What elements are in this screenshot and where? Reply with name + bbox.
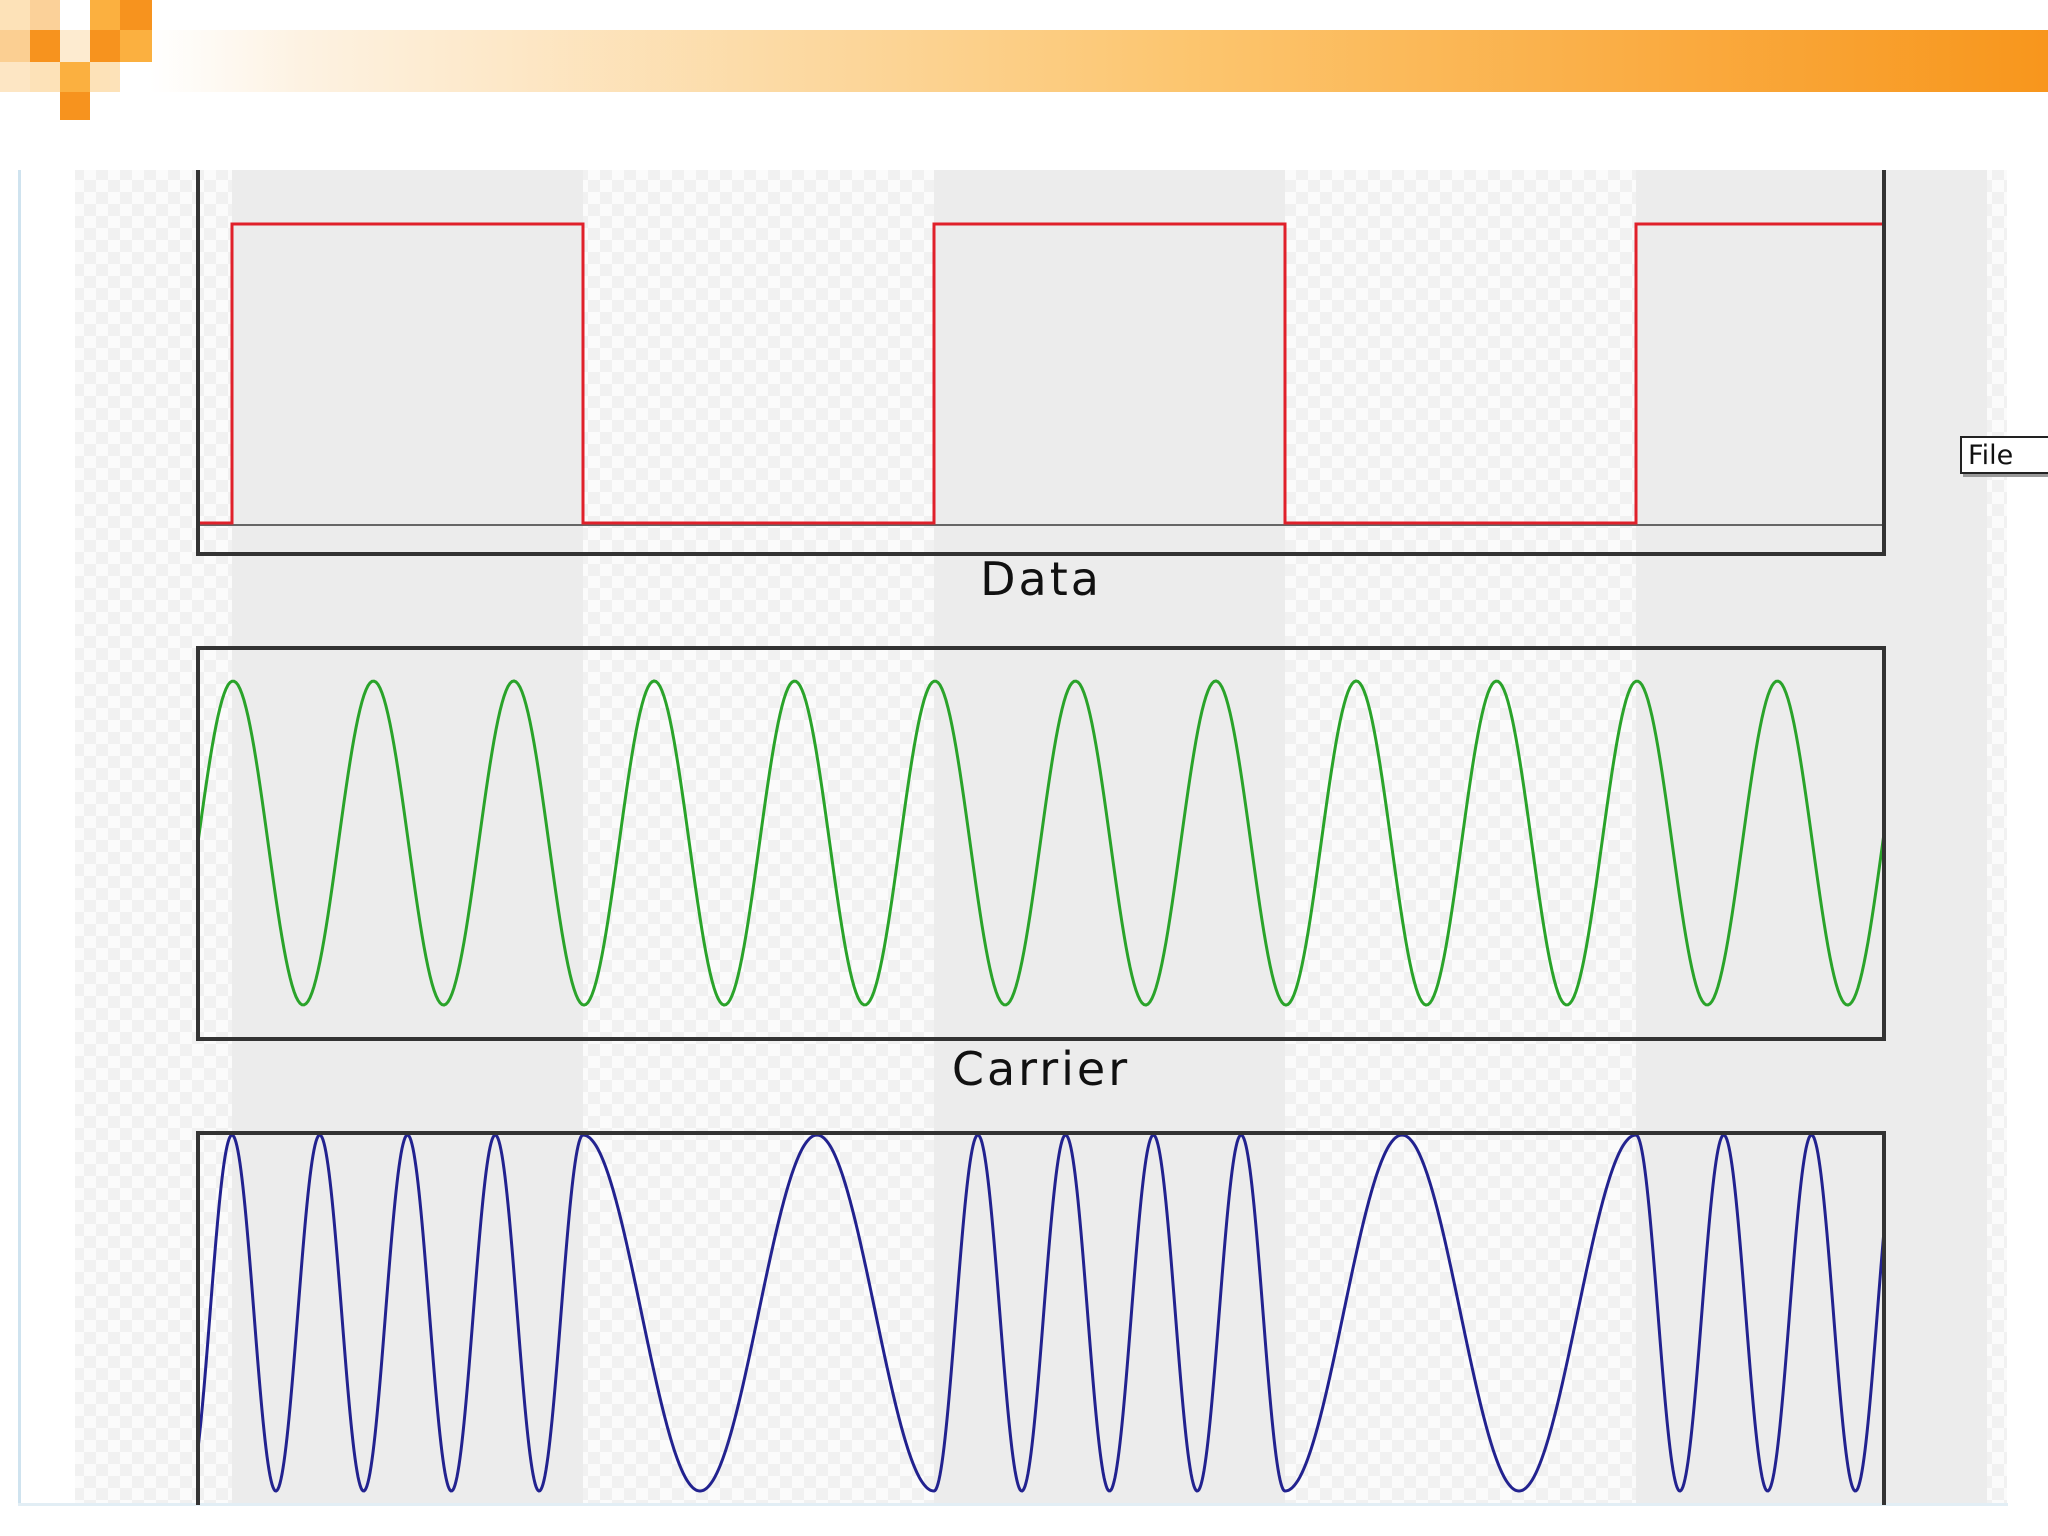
file-tag[interactable]: File: [1960, 436, 2048, 474]
fsk-panel: [196, 1131, 1886, 1505]
data-panel-frame: [196, 170, 1886, 556]
carrier-label: Carrier: [952, 1042, 1130, 1096]
carrier-panel-frame: [196, 646, 1886, 1041]
left-rule: [18, 170, 21, 1505]
data-label: Data: [980, 552, 1102, 606]
title-gradient-bar: [150, 30, 2048, 92]
data-panel: Data: [196, 170, 1886, 606]
carrier-wave: [198, 679, 1884, 1007]
data-wave: [198, 222, 1884, 525]
carrier-panel: Carrier: [196, 646, 1886, 1096]
title-bar: [0, 0, 2048, 120]
fsk-wave: [198, 1135, 1884, 1493]
logo-blocks-icon: [0, 0, 152, 120]
bottom-rule: [18, 1503, 2008, 1506]
fsk-panel-frame: [196, 1131, 1886, 1505]
